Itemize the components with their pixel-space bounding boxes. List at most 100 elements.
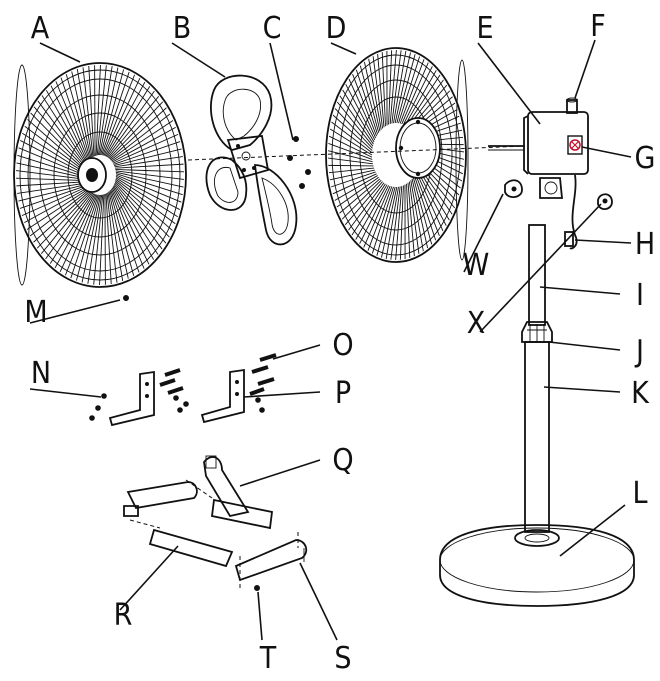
screws-n bbox=[89, 393, 265, 421]
grill-spoke bbox=[403, 66, 433, 125]
grill-spoke bbox=[328, 164, 374, 167]
grill-spoke bbox=[19, 185, 87, 209]
mounting-brackets-p bbox=[108, 368, 245, 427]
grill-spoke bbox=[106, 192, 118, 283]
blade-screws bbox=[287, 136, 311, 189]
grill-spoke bbox=[107, 96, 160, 158]
grill-spoke bbox=[95, 64, 101, 156]
grill-spoke bbox=[59, 194, 97, 273]
grill-spoke bbox=[109, 190, 135, 276]
grill-spoke bbox=[355, 69, 379, 135]
label-l: L bbox=[632, 476, 647, 511]
grill-spoke bbox=[114, 181, 170, 238]
label-j: J bbox=[634, 334, 644, 369]
grill-spoke bbox=[29, 189, 90, 237]
grill-spoke bbox=[115, 180, 173, 231]
grill-spoke bbox=[406, 183, 411, 258]
label-f: F bbox=[590, 9, 606, 44]
grill-spoke bbox=[359, 185, 389, 244]
grill-spoke bbox=[342, 89, 375, 143]
grill-spoke bbox=[101, 71, 130, 156]
grill-spoke bbox=[22, 132, 85, 173]
label-o: O bbox=[332, 328, 353, 363]
grill-spoke bbox=[105, 193, 112, 285]
grill-spoke bbox=[114, 156, 183, 168]
grill-spoke bbox=[55, 81, 89, 162]
grill-spoke bbox=[108, 191, 129, 279]
grill-spoke bbox=[110, 189, 140, 273]
label-d: D bbox=[326, 11, 347, 46]
bracket-part-w bbox=[504, 179, 523, 198]
grill-spoke bbox=[408, 181, 420, 254]
grill-spoke bbox=[407, 182, 415, 257]
grill-spoke bbox=[389, 49, 397, 124]
grill-spoke bbox=[115, 178, 176, 225]
grill-spoke bbox=[114, 148, 182, 167]
grill-spoke bbox=[106, 90, 155, 158]
grill-spoke bbox=[393, 51, 407, 124]
grill-spoke bbox=[81, 194, 101, 283]
grill-spoke bbox=[410, 180, 424, 252]
label-a: A bbox=[31, 11, 50, 46]
grill-spoke bbox=[395, 186, 403, 261]
grill-spoke bbox=[16, 170, 85, 180]
label-q: Q bbox=[332, 443, 353, 478]
grill-spoke bbox=[367, 186, 393, 251]
label-s: S bbox=[334, 641, 351, 676]
grill-spoke bbox=[399, 59, 425, 124]
grill-spoke bbox=[115, 171, 184, 188]
grill-spoke bbox=[50, 85, 89, 163]
grill-spoke bbox=[339, 178, 381, 214]
label-b: B bbox=[173, 11, 192, 46]
upper-pole bbox=[528, 224, 546, 326]
grill-spoke bbox=[49, 193, 95, 264]
label-c: C bbox=[263, 11, 282, 46]
leader-lines bbox=[29, 39, 632, 641]
grill-spoke bbox=[401, 62, 429, 125]
grill-spoke bbox=[97, 66, 113, 156]
foot-s bbox=[234, 539, 308, 582]
pins-o bbox=[159, 353, 277, 396]
grill-spoke bbox=[21, 186, 88, 217]
grill-spoke bbox=[115, 170, 184, 180]
grill-spoke bbox=[17, 154, 85, 177]
grill-spoke bbox=[60, 77, 90, 161]
grill-spoke bbox=[406, 74, 441, 127]
grill-spoke bbox=[26, 188, 89, 230]
grill-spoke bbox=[411, 178, 429, 249]
label-w: W bbox=[463, 248, 490, 283]
grill-spoke bbox=[332, 173, 377, 195]
label-n: N bbox=[31, 356, 51, 391]
grill-spoke bbox=[102, 74, 136, 156]
grill-spoke bbox=[359, 65, 380, 133]
height-lock-collar bbox=[521, 321, 553, 343]
grill-spoke bbox=[336, 101, 374, 147]
grill-spoke bbox=[37, 100, 87, 166]
grill-spoke bbox=[414, 173, 440, 236]
label-g: G bbox=[635, 141, 656, 176]
grill-spoke bbox=[114, 182, 167, 244]
grill-spoke bbox=[344, 181, 383, 226]
grill-spoke bbox=[381, 52, 386, 127]
grill-spoke bbox=[363, 61, 381, 132]
grill-spoke bbox=[16, 162, 85, 179]
label-i: I bbox=[636, 278, 644, 313]
label-k: K bbox=[631, 376, 650, 411]
label-r: R bbox=[114, 598, 133, 633]
grill-spoke bbox=[398, 56, 421, 124]
round-base bbox=[439, 524, 635, 607]
label-m: M bbox=[24, 295, 47, 330]
grill-spoke bbox=[76, 69, 93, 158]
grill-spoke bbox=[348, 78, 377, 139]
base-feet-q bbox=[123, 455, 273, 530]
lower-pole bbox=[524, 341, 550, 533]
grill-spoke bbox=[376, 186, 396, 256]
grill-spoke bbox=[363, 185, 391, 248]
grill-spoke bbox=[113, 141, 181, 165]
grill-spoke bbox=[371, 186, 394, 254]
oscillation-knob bbox=[566, 97, 578, 114]
grill-spoke bbox=[45, 192, 94, 260]
grill-spoke bbox=[100, 69, 125, 156]
grill-spoke bbox=[112, 126, 176, 163]
grill-spoke bbox=[348, 182, 385, 231]
